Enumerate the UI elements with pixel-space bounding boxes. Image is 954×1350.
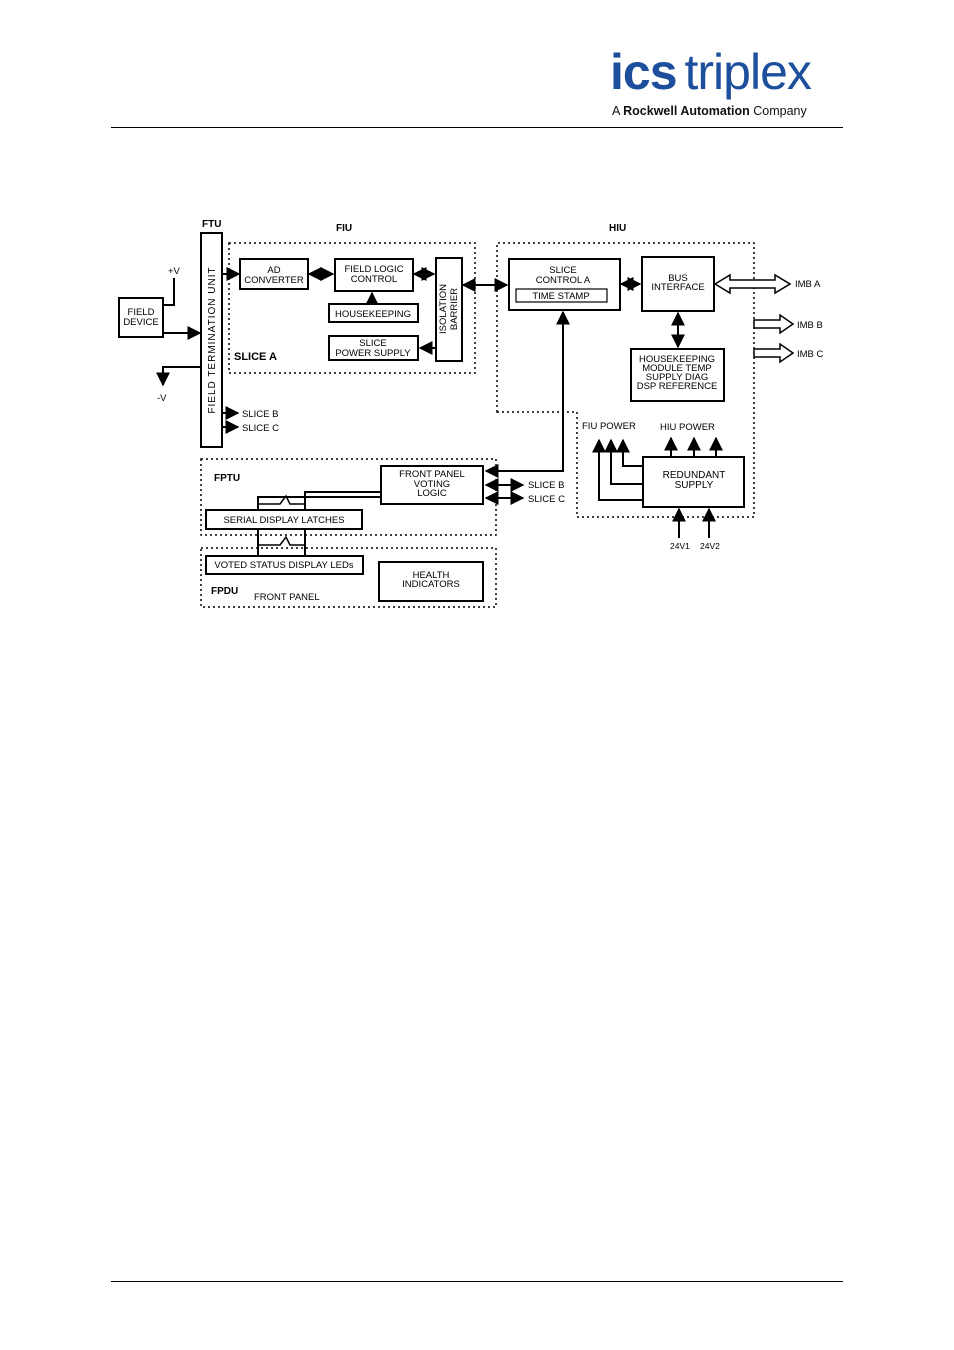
redundant-supply-block (642, 456, 745, 508)
front-panel-voting-label-2: VOTING (414, 479, 450, 490)
serial-link-upper (257, 491, 380, 510)
fiu-power-label: FIU POWER (582, 421, 636, 432)
header-divider (111, 127, 843, 128)
fiu-power-feed-2 (604, 438, 642, 485)
health-indicators-label-2: INDICATORS (402, 579, 460, 590)
hiu-dashed-region (496, 242, 755, 518)
imb-b-arrow (753, 313, 795, 335)
fp-slice-c-label: SLICE C (528, 494, 565, 505)
health-indicators-block (378, 561, 484, 602)
tagline-bold: Rockwell Automation (623, 104, 750, 118)
slice-a-label: SLICE A (234, 351, 277, 363)
imb-c-label: IMB C (797, 349, 824, 360)
ad-converter-block (239, 258, 309, 290)
logo-light-text: triplex (684, 44, 812, 100)
logo-tagline: A Rockwell Automation Company (612, 104, 807, 118)
fiu-housekeeping-label: HOUSEKEEPING (335, 309, 411, 320)
plus-v-wire (163, 278, 175, 306)
hiu-housekeeping-label-2: MODULE TEMP (642, 363, 712, 374)
time-stamp-label: TIME STAMP (532, 291, 589, 302)
ad-converter-label-2: CONVERTER (244, 275, 304, 286)
time-stamp-block (515, 288, 608, 303)
slice-control-fp-link (484, 310, 570, 478)
24v2-label: 24V2 (700, 541, 720, 551)
serial-display-latches-block (205, 509, 363, 530)
fptu-label: FPTU (214, 473, 240, 484)
tagline-suffix: Company (753, 104, 807, 118)
isolation-barrier-block (435, 257, 463, 362)
front-panel-voting-block (380, 465, 484, 505)
redundant-supply-label-2: SUPPLY (675, 480, 714, 491)
fiu-dashed-region (228, 242, 476, 374)
slice-control-a-label-1: SLICE (549, 265, 576, 276)
hiu-housekeeping-label-1: HOUSEKEEPING (639, 354, 715, 365)
isolation-barrier-label-1: ISOLATION (438, 284, 449, 334)
logo-bold-text: ics (610, 44, 678, 100)
front-panel-label: FRONT PANEL (254, 592, 320, 603)
field-device-block (118, 297, 164, 338)
imb-b-label: IMB B (797, 320, 823, 331)
minus-v-wire (156, 366, 200, 387)
slice-power-supply-label-1: SLICE (359, 338, 386, 349)
imb-a-double-arrow (713, 273, 792, 295)
fiu-power-feed-3 (616, 438, 642, 467)
plus-v-label: +V (168, 266, 181, 277)
field-logic-control-label-2: CONTROL (351, 274, 397, 285)
section-fiu-title: FIU (336, 223, 352, 234)
field-termination-unit-label: FIELD TERMINATION UNIT (207, 266, 218, 413)
footer-divider (111, 1281, 843, 1282)
field-termination-unit-block (200, 232, 223, 448)
field-logic-control-block (334, 258, 414, 292)
voted-status-leds-block (205, 555, 364, 575)
slice-control-a-label-2: CONTROL A (536, 275, 591, 286)
fiu-power-feed-1 (592, 438, 642, 501)
ftu-slice-c-label: SLICE C (242, 423, 279, 434)
imb-c-arrow (753, 342, 795, 364)
field-device-label-1: FIELD (128, 307, 155, 318)
tagline-prefix: A (612, 104, 620, 118)
slice-power-supply-label-2: POWER SUPPLY (335, 348, 411, 359)
hiu-housekeeping-label-3: SUPPLY DIAG (646, 372, 708, 383)
fiu-housekeeping-block (328, 303, 419, 323)
serial-link-zigzag-upper (258, 494, 305, 505)
front-panel-voting-label-1: FRONT PANEL (399, 469, 465, 480)
bus-interface-block (641, 256, 715, 312)
redundant-supply-label-1: REDUNDANT (663, 470, 726, 481)
ftu-slice-b-label: SLICE B (242, 409, 278, 420)
minus-v-label: -V (157, 393, 167, 404)
fpdu-label: FPDU (211, 586, 238, 597)
hiu-power-label: HIU POWER (660, 422, 715, 433)
bus-interface-label-1: BUS (668, 273, 688, 284)
24v1-label: 24V1 (670, 541, 690, 551)
section-hiu-title: HIU (609, 223, 626, 234)
ad-converter-label-1: AD (267, 265, 280, 276)
fp-slice-b-label: SLICE B (528, 480, 564, 491)
section-ftu-title: FTU (202, 219, 221, 230)
slice-power-supply-block (328, 335, 419, 361)
front-panel-voting-label-3: LOGIC (417, 488, 447, 499)
serial-display-latches-label: SERIAL DISPLAY LATCHES (223, 515, 344, 526)
field-device-label-2: DEVICE (123, 317, 158, 328)
bus-interface-label-2: INTERFACE (651, 282, 704, 293)
serial-link-zigzag-lower (258, 535, 305, 546)
hiu-housekeeping-label-4: DSP REFERENCE (637, 381, 718, 392)
isolation-barrier-label-2: BARRIER (449, 288, 460, 330)
imb-a-label: IMB A (795, 279, 821, 290)
serial-link-lower (257, 530, 306, 555)
field-logic-control-label-1: FIELD LOGIC (344, 264, 403, 275)
health-indicators-label-1: HEALTH (413, 570, 450, 581)
hiu-housekeeping-block (630, 348, 725, 402)
fpdu-dashed-region (200, 547, 497, 608)
voted-status-leds-label: VOTED STATUS DISPLAY LEDs (214, 560, 353, 571)
